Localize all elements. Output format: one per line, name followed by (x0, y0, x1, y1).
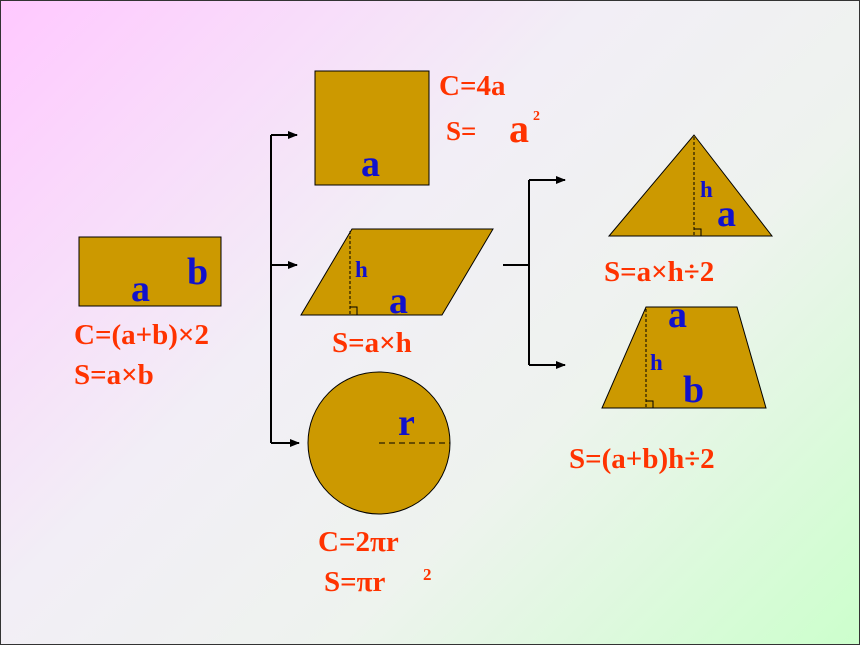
triangle-right-angle-mark (694, 228, 702, 236)
trapezoid-right-angle-mark (646, 400, 654, 408)
trapezoid-area-formula: S=(a+b)h÷2 (569, 443, 715, 475)
parallelogram-area-formula: S=a×h (332, 327, 412, 359)
rectangle-side-a-label: a (131, 268, 150, 310)
square-perimeter-formula: C=4a (439, 70, 506, 102)
square-shape (314, 70, 430, 186)
circle-circumference-formula: C=2πr (318, 526, 399, 558)
square-side-label: a (361, 143, 380, 185)
circle-area-formula: S=πr (324, 566, 386, 598)
square-area-prefix: S= (446, 116, 477, 146)
trapezoid-height-label: h (650, 350, 663, 375)
square-area-exponent: 2 (533, 109, 540, 124)
left-branch-connector (270, 131, 300, 447)
triangle-base-label: a (717, 193, 736, 235)
rectangle-area-formula: S=a×b (74, 359, 154, 391)
trapezoid-top-label: a (668, 294, 687, 336)
trapezoid-bottom-label: b (683, 369, 705, 411)
circle-area-exponent: 2 (423, 565, 432, 584)
rectangle-side-b-label: b (187, 251, 209, 293)
rectangle-shape (78, 236, 222, 307)
rectangle-perimeter-formula: C=(a+b)×2 (74, 319, 209, 351)
parallelogram-base-label: a (389, 280, 408, 322)
square-area-base: a (509, 106, 529, 151)
triangle-shape (607, 134, 774, 237)
parallelogram-height-label: h (355, 257, 368, 282)
right-branch-connector (503, 176, 566, 369)
parallelogram-right-angle-mark (350, 306, 358, 315)
triangle-height-label: h (700, 177, 713, 202)
circle-radius-label: r (398, 402, 415, 444)
trapezoid-shape (601, 306, 767, 409)
parallelogram-shape (300, 228, 494, 316)
triangle-area-formula: S=a×h÷2 (604, 256, 715, 288)
